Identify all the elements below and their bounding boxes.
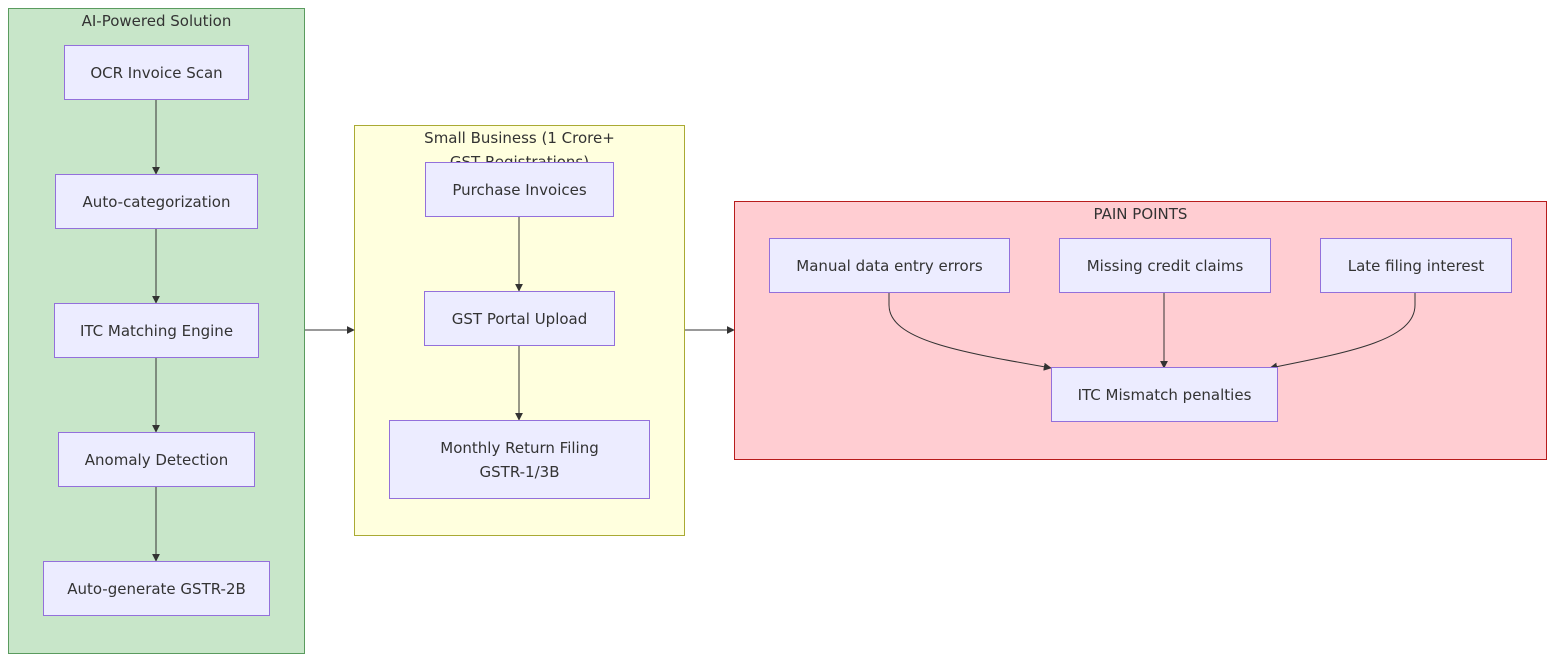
node-gst-portal-upload: GST Portal Upload xyxy=(424,291,615,346)
node-purchase-invoices: Purchase Invoices xyxy=(425,162,614,217)
node-itc-matching-engine-label: ITC Matching Engine xyxy=(79,321,234,340)
node-manual-data-entry-errors-label: Manual data entry errors xyxy=(796,256,983,275)
small-business-title-line1: Small Business (1 Crore+ xyxy=(424,129,615,147)
node-itc-mismatch-penalties: ITC Mismatch penalties xyxy=(1051,367,1278,422)
node-itc-matching-engine: ITC Matching Engine xyxy=(54,303,259,358)
node-anomaly-detection-label: Anomaly Detection xyxy=(84,450,229,469)
node-missing-credit-claims-label: Missing credit claims xyxy=(1086,256,1244,275)
node-monthly-return-filing-line2: GSTR-1/3B xyxy=(479,462,560,481)
node-manual-data-entry-errors: Manual data entry errors xyxy=(769,238,1010,293)
node-auto-generate-gstr2b: Auto-generate GSTR-2B xyxy=(43,561,270,616)
node-missing-credit-claims: Missing credit claims xyxy=(1059,238,1271,293)
node-late-filing-interest-label: Late filing interest xyxy=(1347,256,1485,275)
node-monthly-return-filing: Monthly Return Filing GSTR-1/3B xyxy=(389,420,650,499)
node-purchase-invoices-label: Purchase Invoices xyxy=(452,180,587,199)
node-itc-mismatch-penalties-label: ITC Mismatch penalties xyxy=(1077,385,1252,404)
node-anomaly-detection: Anomaly Detection xyxy=(58,432,255,487)
edge-late-to-penalties xyxy=(1269,293,1416,371)
node-ocr-invoice-scan-label: OCR Invoice Scan xyxy=(90,63,223,82)
node-ocr-invoice-scan: OCR Invoice Scan xyxy=(64,45,249,100)
node-auto-categorization: Auto-categorization xyxy=(55,174,258,229)
pain-points-title: PAIN POINTS xyxy=(1093,205,1188,223)
node-gst-portal-upload-label: GST Portal Upload xyxy=(451,309,588,328)
node-late-filing-interest: Late filing interest xyxy=(1320,238,1512,293)
node-auto-generate-gstr2b-label: Auto-generate GSTR-2B xyxy=(67,579,246,598)
ai-solution-title: AI-Powered Solution xyxy=(81,12,232,30)
node-monthly-return-filing-line1: Monthly Return Filing xyxy=(440,438,599,457)
node-auto-categorization-label: Auto-categorization xyxy=(82,192,231,211)
edge-manual-to-penalties xyxy=(888,293,1052,371)
